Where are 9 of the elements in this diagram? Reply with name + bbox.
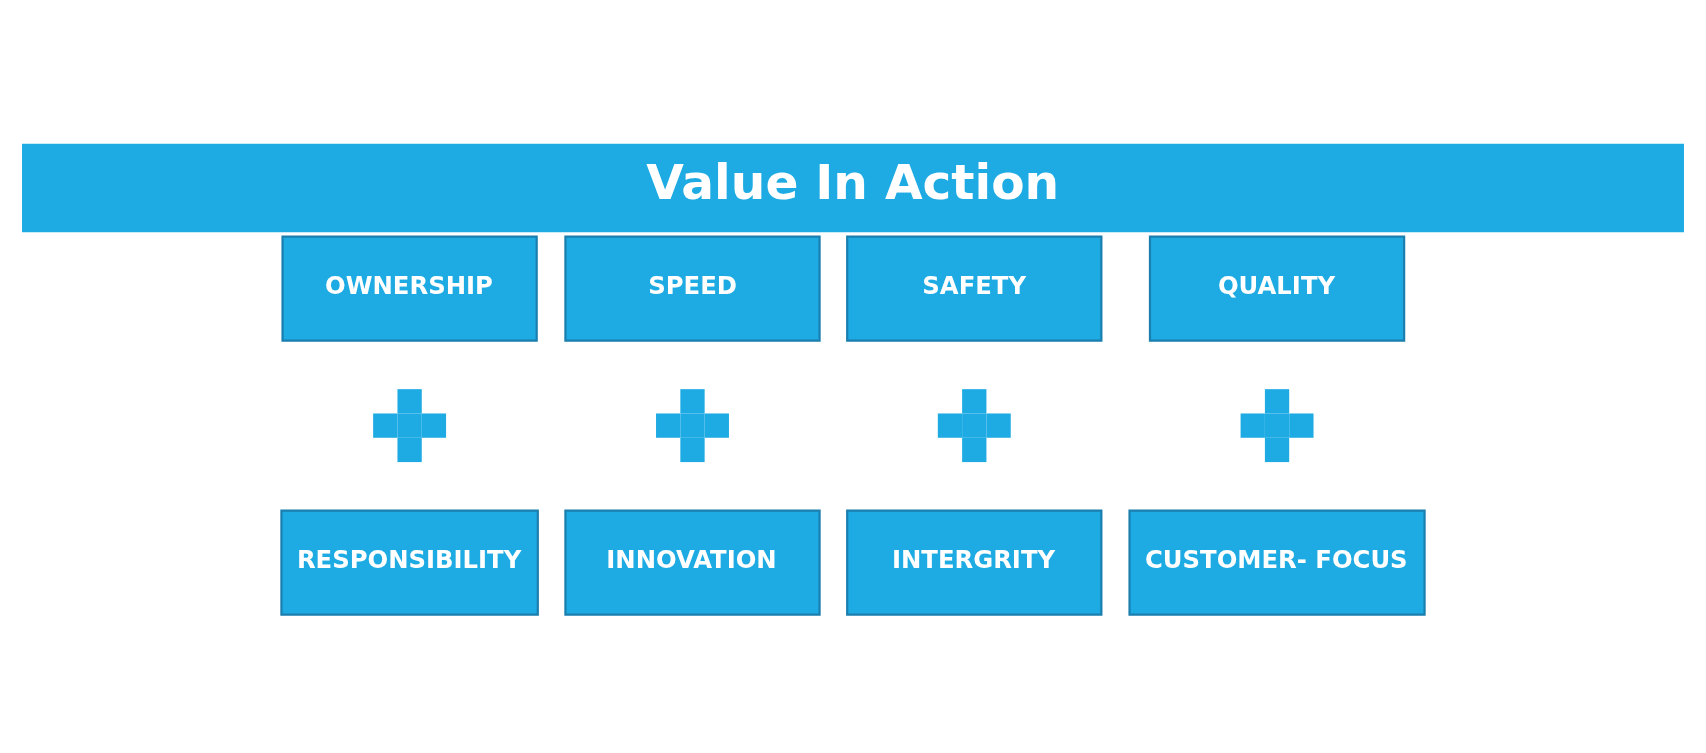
- node-box: CUSTOMER- FOCUS: [1128, 509, 1426, 616]
- diagram-title: Value In Action: [646, 153, 1060, 210]
- node-box: SPEED: [564, 235, 821, 342]
- node-box: INTERGRITY: [846, 509, 1103, 616]
- node-box: INNOVATION: [564, 509, 821, 616]
- node-box: SAFETY: [846, 235, 1103, 342]
- node-box: QUALITY: [1148, 235, 1406, 342]
- node-box: RESPONSIBILITY: [280, 509, 539, 616]
- node-box: OWNERSHIP: [281, 235, 538, 342]
